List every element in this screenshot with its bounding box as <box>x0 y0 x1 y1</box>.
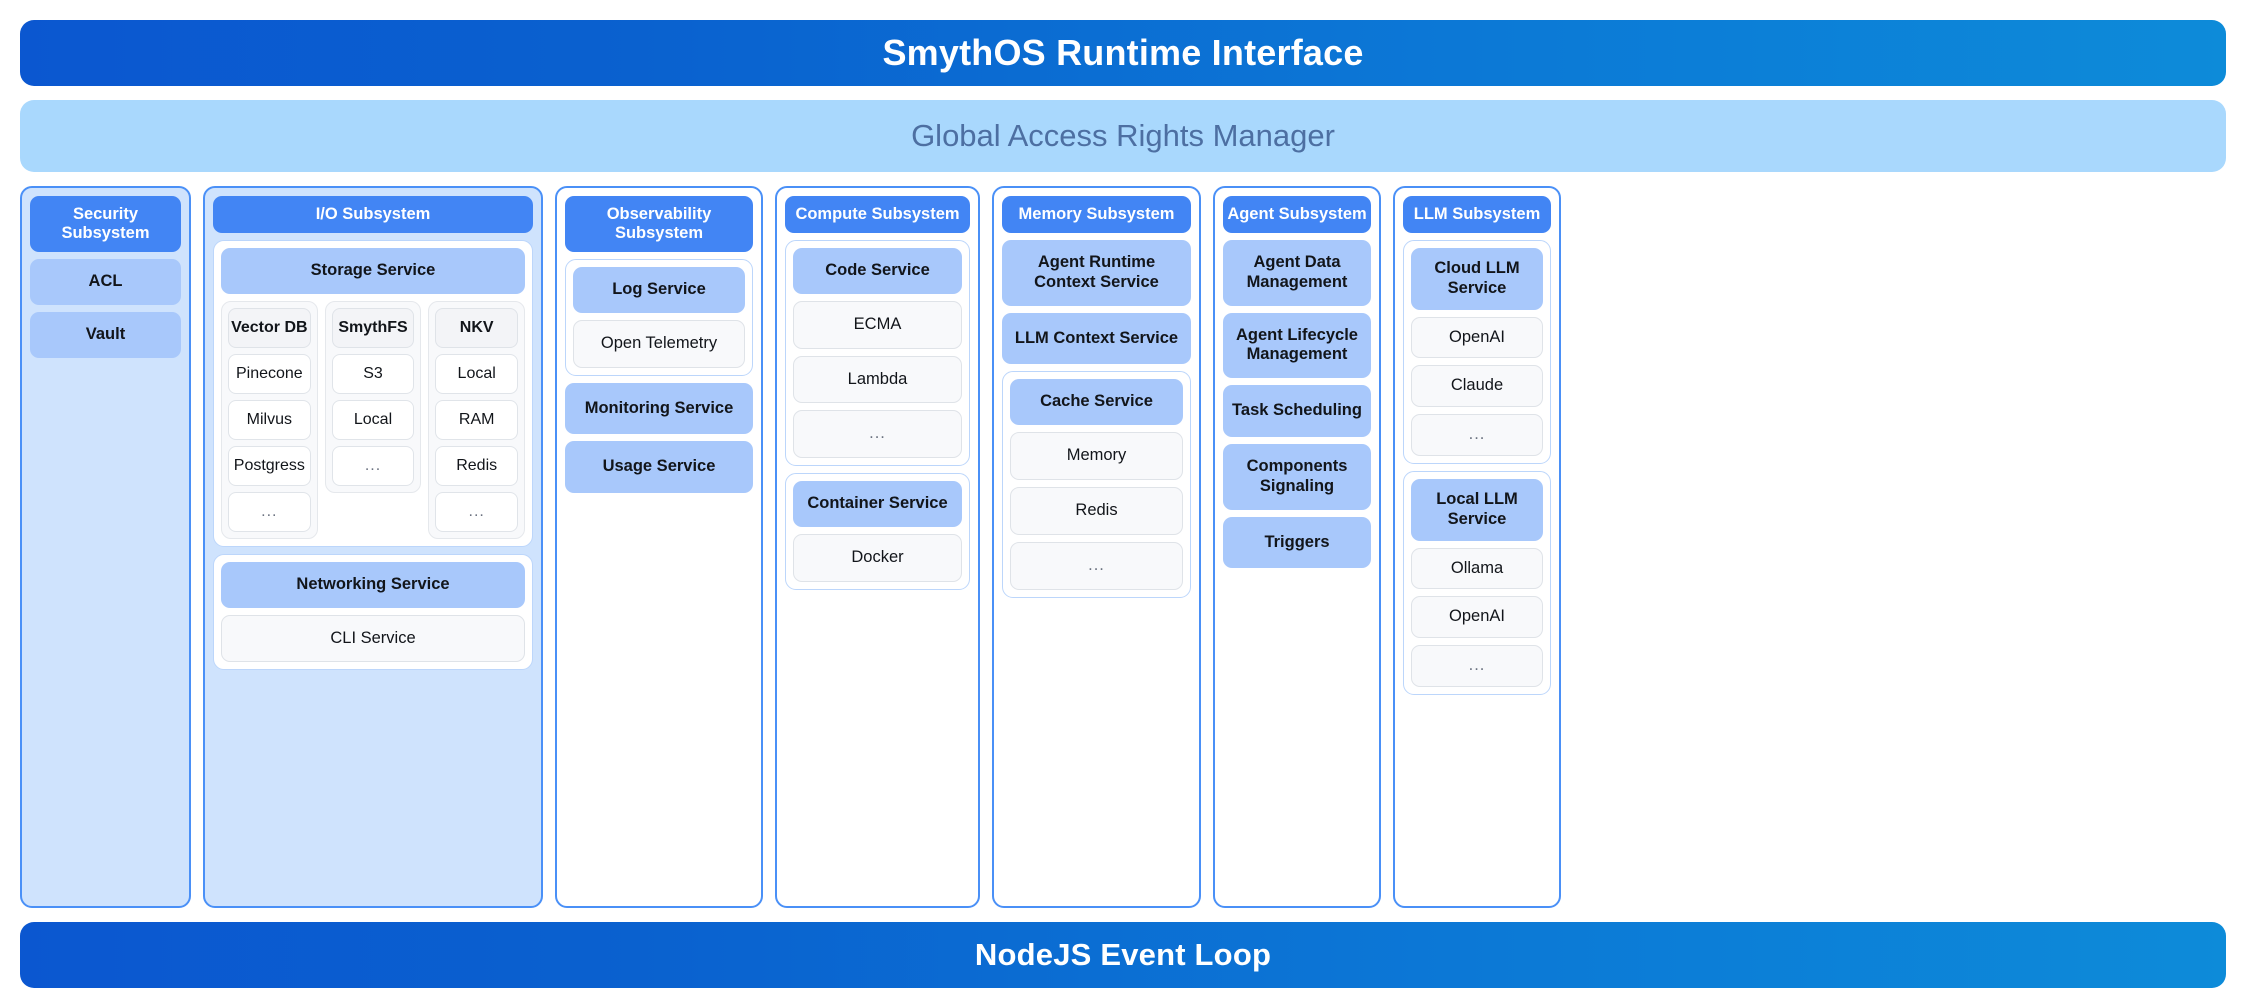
storage-subgroup-vector-db: Vector DB Pinecone Milvus Postgress ... <box>221 300 318 539</box>
item-open-telemetry[interactable]: Open Telemetry <box>573 319 745 368</box>
runtime-interface-band: SmythOS Runtime Interface <box>20 20 2226 86</box>
column-observability-subsystem: Observability Subsystem Log Service Open… <box>555 186 763 908</box>
group-networking-service: Networking Service CLI Service <box>213 553 533 671</box>
storage-subgroup-header[interactable]: Vector DB <box>228 307 311 348</box>
service-triggers[interactable]: Triggers <box>1223 516 1371 569</box>
service-agent-data-management[interactable]: Agent Data Management <box>1223 239 1371 306</box>
group-log-service: Log Service Open Telemetry <box>565 258 753 376</box>
service-usage[interactable]: Usage Service <box>565 441 753 494</box>
column-title-compute: Compute Subsystem <box>785 196 970 233</box>
group-local-llm-service: Local LLM Service Ollama OpenAI ... <box>1403 470 1551 695</box>
column-title-security: Security Subsystem <box>30 196 181 252</box>
column-title-observability: Observability Subsystem <box>565 196 753 252</box>
storage-item[interactable]: Pinecone <box>228 353 311 394</box>
column-memory-subsystem: Memory Subsystem Agent Runtime Context S… <box>992 186 1201 908</box>
global-access-rights-manager-band: Global Access Rights Manager <box>20 100 2226 172</box>
group-cloud-llm-service: Cloud LLM Service OpenAI Claude ... <box>1403 239 1551 464</box>
column-security-subsystem: Security Subsystem ACL Vault <box>20 186 191 908</box>
item-cli-service[interactable]: CLI Service <box>221 614 525 663</box>
service-container[interactable]: Container Service <box>793 481 962 527</box>
column-filler-memory <box>1002 605 1191 898</box>
service-networking[interactable]: Networking Service <box>221 561 525 608</box>
service-cloud-llm[interactable]: Cloud LLM Service <box>1411 247 1543 310</box>
column-filler-compute <box>785 597 970 898</box>
service-agent-runtime-context[interactable]: Agent Runtime Context Service <box>1002 239 1191 306</box>
service-local-llm[interactable]: Local LLM Service <box>1411 478 1543 541</box>
storage-item[interactable]: Milvus <box>228 399 311 440</box>
storage-item-more[interactable]: ... <box>228 491 311 532</box>
column-filler-agent <box>1223 575 1371 898</box>
item-openai-local[interactable]: OpenAI <box>1411 596 1543 639</box>
storage-item-more[interactable]: ... <box>435 491 519 532</box>
service-code[interactable]: Code Service <box>793 247 962 294</box>
service-acl[interactable]: ACL <box>30 258 181 305</box>
item-more[interactable]: ... <box>1411 414 1543 456</box>
column-title-agent: Agent Subsystem <box>1223 196 1371 233</box>
item-ollama[interactable]: Ollama <box>1411 547 1543 590</box>
item-more[interactable]: ... <box>1010 541 1183 590</box>
storage-item[interactable]: Redis <box>435 445 519 486</box>
service-monitoring[interactable]: Monitoring Service <box>565 382 753 435</box>
service-log[interactable]: Log Service <box>573 266 745 313</box>
service-agent-lifecycle-management[interactable]: Agent Lifecycle Management <box>1223 312 1371 379</box>
nodejs-event-loop-band: NodeJS Event Loop <box>20 922 2226 988</box>
service-storage[interactable]: Storage Service <box>221 247 525 294</box>
storage-item[interactable]: Local <box>331 399 415 440</box>
storage-item[interactable]: RAM <box>435 399 519 440</box>
item-claude[interactable]: Claude <box>1411 365 1543 408</box>
storage-item[interactable]: S3 <box>331 353 415 394</box>
group-cache-service: Cache Service Memory Redis ... <box>1002 371 1191 598</box>
service-vault[interactable]: Vault <box>30 311 181 358</box>
column-title-llm: LLM Subsystem <box>1403 196 1551 233</box>
item-docker[interactable]: Docker <box>793 533 962 582</box>
column-title-memory: Memory Subsystem <box>1002 196 1191 233</box>
storage-subgroup-header[interactable]: NKV <box>435 307 519 348</box>
item-more[interactable]: ... <box>1411 645 1543 687</box>
item-redis[interactable]: Redis <box>1010 486 1183 535</box>
service-task-scheduling[interactable]: Task Scheduling <box>1223 385 1371 437</box>
column-io-subsystem: I/O Subsystem Storage Service Vector DB … <box>203 186 543 908</box>
storage-subgroup-smythfs: SmythFS S3 Local ... <box>324 300 422 493</box>
column-filler-io <box>213 677 533 898</box>
group-code-service: Code Service ECMA Lambda ... <box>785 239 970 467</box>
column-filler-security <box>30 365 181 898</box>
service-components-signaling[interactable]: Components Signaling <box>1223 443 1371 510</box>
global-access-rights-manager-label: Global Access Rights Manager <box>911 118 1335 153</box>
item-ecma[interactable]: ECMA <box>793 300 962 349</box>
column-filler-observability <box>565 500 753 898</box>
column-title-io: I/O Subsystem <box>213 196 533 233</box>
storage-backends-grid: Vector DB Pinecone Milvus Postgress ... … <box>221 300 526 539</box>
column-agent-subsystem: Agent Subsystem Agent Data Management Ag… <box>1213 186 1381 908</box>
item-lambda[interactable]: Lambda <box>793 355 962 404</box>
column-llm-subsystem: LLM Subsystem Cloud LLM Service OpenAI C… <box>1393 186 1561 908</box>
group-container-service: Container Service Docker <box>785 473 970 590</box>
item-more[interactable]: ... <box>793 410 962 459</box>
group-storage-service: Storage Service Vector DB Pinecone Milvu… <box>213 239 533 547</box>
column-compute-subsystem: Compute Subsystem Code Service ECMA Lamb… <box>775 186 980 908</box>
service-cache[interactable]: Cache Service <box>1010 379 1183 426</box>
item-memory[interactable]: Memory <box>1010 432 1183 480</box>
storage-item[interactable]: Postgress <box>228 445 311 486</box>
column-filler-llm <box>1403 702 1551 898</box>
service-llm-context[interactable]: LLM Context Service <box>1002 312 1191 365</box>
storage-subgroup-header[interactable]: SmythFS <box>331 307 415 348</box>
storage-subgroup-nkv: NKV Local RAM Redis ... <box>428 300 526 539</box>
nodejs-event-loop-title: NodeJS Event Loop <box>974 937 1272 972</box>
storage-item-more[interactable]: ... <box>331 445 415 486</box>
item-openai-cloud[interactable]: OpenAI <box>1411 316 1543 359</box>
runtime-interface-title: SmythOS Runtime Interface <box>882 32 1364 73</box>
storage-item[interactable]: Local <box>435 353 519 394</box>
subsystem-columns: Security Subsystem ACL Vault I/O Subsyst… <box>20 186 2226 908</box>
